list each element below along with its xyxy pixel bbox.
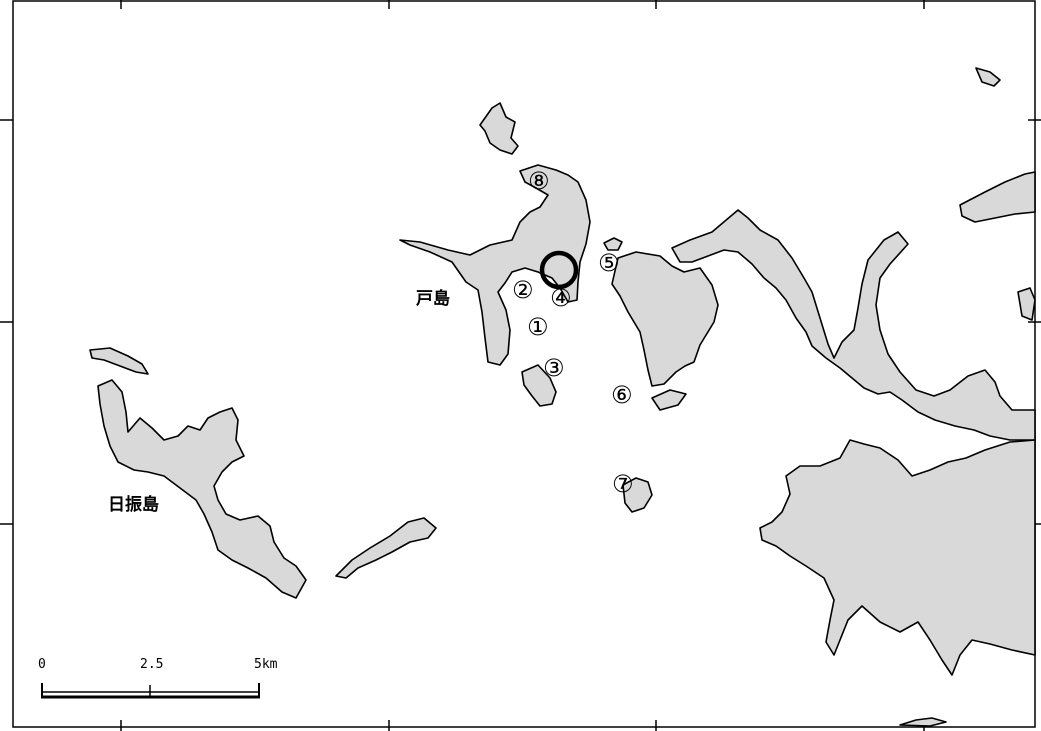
marker-7: ⑦ [612, 470, 634, 498]
scale-label-mid: 2.5 [140, 657, 163, 672]
east-mainland-north [671, 209, 1036, 441]
marker-6: ⑥ [611, 381, 633, 409]
southeast-mainland [759, 439, 1036, 676]
map-frame [12, 0, 1036, 728]
far-northeast-islet [975, 67, 1001, 87]
place-label-toshima: 戸島 [416, 288, 450, 309]
islet-marker-3 [521, 364, 557, 407]
islet-marker-7 [622, 477, 653, 513]
place-label-hiburi-jima: 日振島 [108, 494, 159, 515]
marker-3: ③ [543, 354, 565, 382]
hiburi-jima-island [97, 379, 307, 599]
toshima-island [399, 164, 591, 366]
islet-near-5 [603, 237, 623, 251]
scale-bar: 0 2.5 5km [38, 657, 278, 699]
site-circle-marker [539, 250, 579, 290]
hiburi-east-islet [335, 517, 437, 579]
numbered-markers: ① ② ③ ④ ⑤ ⑥ ⑦ ⑧ [512, 167, 634, 498]
scale-label-zero: 0 [38, 657, 46, 672]
islet-marker-6 [651, 389, 687, 411]
northeast-coast [959, 171, 1036, 223]
marker-2: ② [512, 276, 534, 304]
marker-4: ④ [550, 284, 572, 312]
marker-1: ① [527, 313, 549, 341]
toshima-north-islet [479, 102, 519, 155]
land-masses [89, 67, 1036, 727]
scale-label-end: 5km [254, 657, 278, 672]
central-island [611, 251, 719, 387]
marker-5: ⑤ [598, 249, 620, 277]
hiburi-northwest-islet [89, 347, 149, 375]
marker-8: ⑧ [528, 167, 550, 195]
east-edge-islet [1017, 287, 1036, 321]
bottom-islet [899, 717, 947, 727]
